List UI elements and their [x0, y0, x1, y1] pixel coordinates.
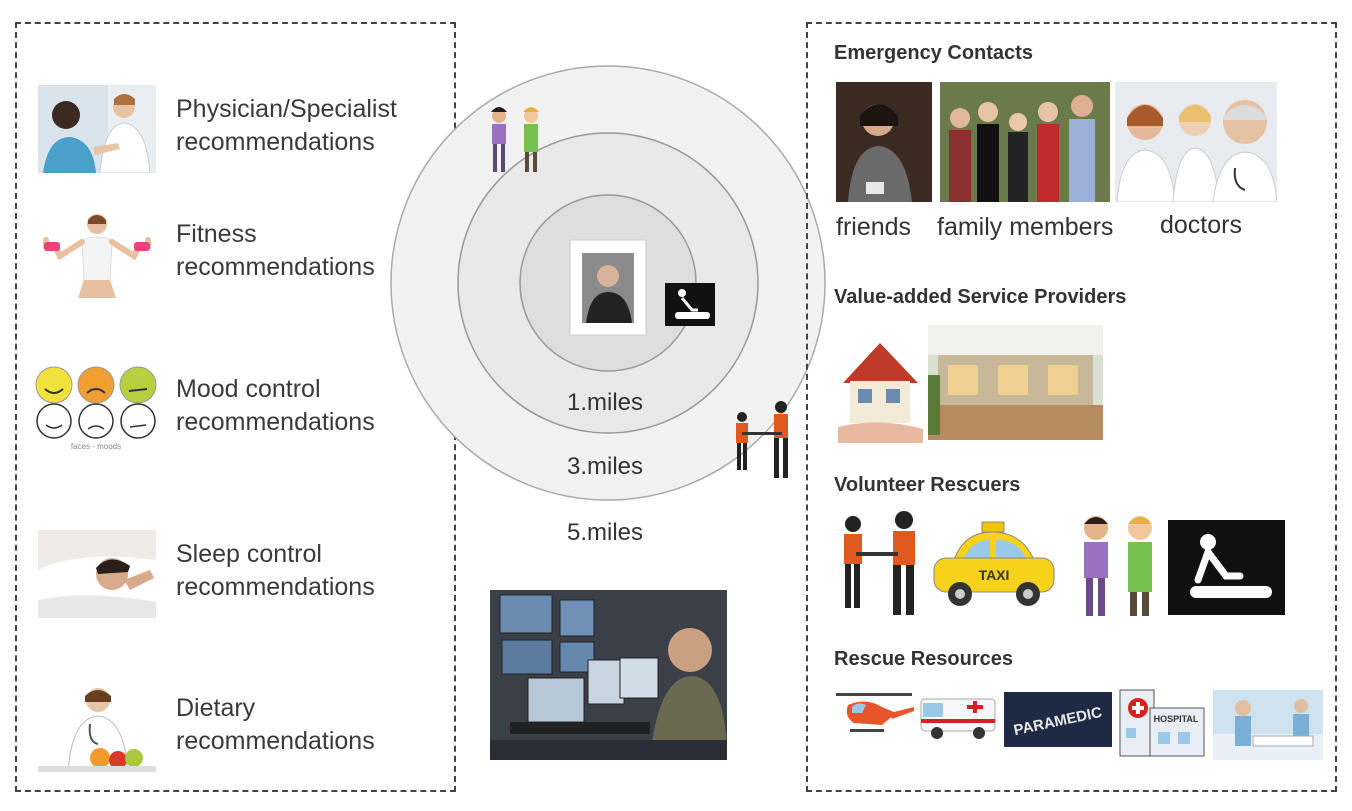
- control-room-photo: [490, 590, 727, 760]
- service-providers-title: Value-added Service Providers: [834, 286, 1127, 308]
- dietitian-photo: [38, 684, 156, 772]
- rescuers-icon: [736, 401, 788, 478]
- house-icon[interactable]: [838, 325, 923, 443]
- recommendation-item-fitness[interactable]: Fitness recommendations: [38, 210, 438, 300]
- rescuers-team-icon[interactable]: [836, 510, 928, 620]
- recommendation-item-physician[interactable]: Physician/Specialist recommendations: [38, 85, 438, 175]
- recommendation-label: Mood control recommendations: [176, 375, 375, 436]
- doctors-photo[interactable]: [1115, 82, 1277, 202]
- recommendation-label: Physician/Specialist recommendations: [176, 95, 397, 156]
- resort-photo[interactable]: [928, 325, 1103, 440]
- fitness-woman-photo: [38, 210, 156, 298]
- cpr-large-icon[interactable]: [1168, 520, 1285, 615]
- volunteer-rescuers-title: Volunteer Rescuers: [834, 474, 1021, 496]
- distance-rings-diagram: 1.miles 3.miles 5.miles: [390, 65, 826, 546]
- cpr-icon: [665, 283, 715, 326]
- contacts-resources-panel: [806, 22, 1337, 792]
- paramedic-icon[interactable]: PARAMEDIC: [1004, 692, 1112, 747]
- mood-faces-icon: faces - moods: [32, 365, 160, 453]
- recommendation-label: Fitness recommendations: [176, 220, 375, 281]
- family-members-photo[interactable]: [940, 82, 1110, 202]
- mood-caption: faces - moods: [71, 442, 121, 451]
- taxi-icon[interactable]: TAXI: [930, 518, 1058, 613]
- volunteer-kids-large-icon[interactable]: [1068, 512, 1166, 620]
- elderly-person-photo: [569, 239, 647, 336]
- recommendation-label: Sleep control recommendations: [176, 540, 375, 601]
- emergency-contacts-title: Emergency Contacts: [834, 42, 1033, 64]
- friends-photo[interactable]: [836, 82, 932, 202]
- family-members-caption: family members: [937, 213, 1114, 241]
- ring-label-5-miles: 5.miles: [567, 519, 643, 546]
- ring-label-3-miles: 3.miles: [567, 453, 643, 480]
- volunteer-kids-icon: [491, 107, 539, 172]
- ambulance-icon[interactable]: [917, 685, 999, 745]
- sleeping-man-photo: [38, 530, 156, 618]
- taxi-label: TAXI: [979, 567, 1010, 583]
- helicopter-icon[interactable]: [832, 685, 917, 745]
- recommendation-item-dietary[interactable]: Dietary recommendations: [38, 684, 438, 774]
- recommendation-item-sleep[interactable]: Sleep control recommendations: [38, 530, 438, 620]
- recommendation-label: Dietary recommendations: [176, 694, 375, 755]
- hospital-icon[interactable]: HOSPITAL: [1114, 678, 1209, 760]
- ring-label-1-mile: 1.miles: [567, 389, 643, 416]
- recommendation-item-mood[interactable]: faces - moods Mood control recommendatio…: [32, 365, 432, 455]
- friends-caption: friends: [836, 213, 912, 241]
- doctor-patient-photo: [38, 85, 156, 173]
- icu-photo[interactable]: [1213, 690, 1323, 760]
- doctors-caption: doctors: [1160, 211, 1242, 239]
- hospital-label: HOSPITAL: [1154, 714, 1199, 724]
- rescue-resources-title: Rescue Resources: [834, 648, 1013, 670]
